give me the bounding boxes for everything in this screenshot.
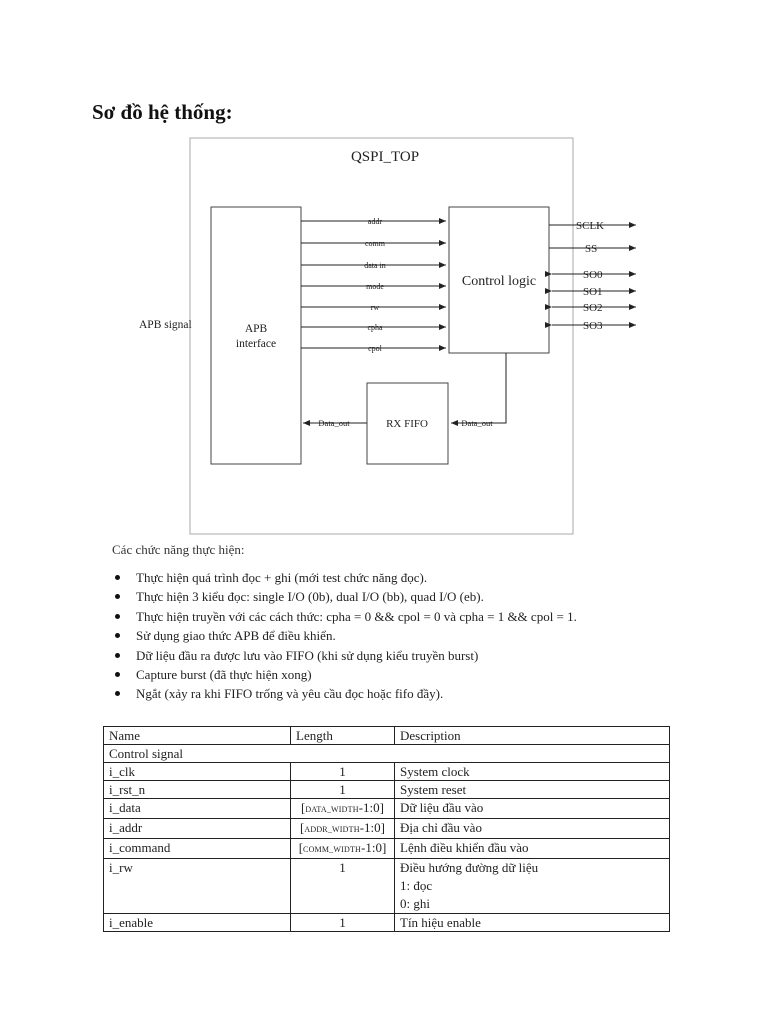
table-header-row: Name Length Description [103, 726, 670, 745]
apb-signal-label: APB signal [139, 319, 192, 331]
cell-length: [DATA_WIDTH-1:0] [290, 798, 395, 819]
table-row: i_enable 1 Tín hiệu enable [103, 913, 670, 932]
list-item: Sử dụng giao thức APB để điều khiển. [112, 626, 577, 645]
length-range: -1:0] [361, 840, 387, 855]
signal-label-cpha: cpha [367, 323, 383, 332]
signal-label-cpol: cpol [368, 344, 383, 353]
rx-fifo-block [366, 382, 449, 465]
list-item: Thực hiện 3 kiểu đọc: single I/O (0b), d… [112, 587, 577, 606]
signal-table: Name Length Description Control signal i… [103, 726, 670, 932]
cell-length: 1 [290, 913, 395, 932]
table-row: i_addr [ADDR_WIDTH-1:0] Địa chỉ đầu vào [103, 818, 670, 839]
section-control-signal: Control signal [103, 744, 670, 763]
cell-length: [ADDR_WIDTH-1:0] [290, 818, 395, 839]
header-length: Length [290, 726, 395, 745]
cell-name: i_data [103, 798, 291, 819]
cell-name: i_enable [103, 913, 291, 932]
table-row: i_clk 1 System clock [103, 762, 670, 781]
length-param: COMM_WIDTH [303, 845, 362, 854]
output-label-so1: SO1 [583, 286, 603, 298]
apb-interface-label-line2: interface [236, 338, 276, 350]
qspi-top-title: QSPI_TOP [351, 149, 419, 165]
data-out-label-left: Data_out [318, 418, 350, 428]
list-item: Dữ liệu đầu ra được lưu vào FIFO (khi sử… [112, 646, 577, 665]
cell-description: Tín hiệu enable [394, 913, 670, 932]
cell-description: Dữ liệu đầu vào [394, 798, 670, 819]
header-name: Name [103, 726, 291, 745]
header-description: Description [394, 726, 670, 745]
length-param: ADDR_WIDTH [304, 825, 360, 834]
cell-description: Lệnh điều khiển đầu vào [394, 838, 670, 859]
control-to-fifo-path [451, 353, 507, 426]
description-line: Điều hướng đường dữ liệu [400, 860, 539, 875]
functions-list: Thực hiện quá trình đọc + ghi (mới test … [112, 568, 577, 704]
output-label-ss: SS [585, 243, 597, 255]
cell-length: 1 [290, 858, 395, 914]
signal-label-comm: comm [365, 239, 386, 248]
signal-label-mode: mode [366, 282, 384, 291]
system-block-diagram: QSPI_TOP APB signal APB interface Contro… [139, 137, 636, 535]
table-row: i_rw 1 Điều hướng đường dữ liệu 1: đọc 0… [103, 858, 670, 914]
table-section-row: Control signal [103, 744, 670, 763]
list-item: Capture burst (đã thực hiện xong) [112, 665, 577, 684]
output-label-sclk: SCLK [576, 220, 604, 232]
control-logic-block [448, 206, 550, 354]
cell-name: i_clk [103, 762, 291, 781]
length-param: DATA_WIDTH [305, 805, 359, 814]
data-out-label-right: Data_out [461, 418, 493, 428]
output-arrows: SCLK SS SO0 SO1 SO2 SO3 [545, 220, 636, 332]
output-label-so2: SO2 [583, 302, 603, 314]
output-label-so0: SO0 [583, 269, 603, 281]
cell-name: i_rst_n [103, 780, 291, 799]
cell-length: 1 [290, 780, 395, 799]
signal-arrows: addr comm data in mode rw cpha cpol [301, 217, 446, 353]
cell-description: System reset [394, 780, 670, 799]
cell-description: System clock [394, 762, 670, 781]
table-row: i_rst_n 1 System reset [103, 780, 670, 799]
apb-interface-block [210, 206, 302, 465]
signal-label-rw: rw [371, 303, 380, 312]
cell-description: Địa chỉ đầu vào [394, 818, 670, 839]
length-range: -1:0] [359, 820, 385, 835]
signal-label-data-in: data in [364, 261, 386, 270]
description-line: 1: đọc [400, 878, 433, 893]
page-heading: Sơ đồ hệ thống: [92, 100, 233, 124]
apb-interface-label-line1: APB [245, 323, 268, 335]
cell-name: i_rw [103, 858, 291, 914]
cell-name: i_addr [103, 818, 291, 839]
cell-description: Điều hướng đường dữ liệu 1: đọc 0: ghi [394, 858, 670, 914]
list-item: Ngắt (xảy ra khi FIFO trống và yêu cầu đ… [112, 684, 577, 703]
cell-length: 1 [290, 762, 395, 781]
table-row: i_data [DATA_WIDTH-1:0] Dữ liệu đầu vào [103, 798, 670, 819]
list-item: Thực hiện truyền với các cách thức: cpha… [112, 607, 577, 626]
description-line: 0: ghi [400, 896, 430, 911]
control-logic-label: Control logic [462, 274, 536, 289]
signal-label-addr: addr [368, 217, 383, 226]
output-label-so3: SO3 [583, 320, 603, 332]
table-row: i_command [COMM_WIDTH-1:0] Lệnh điều khi… [103, 838, 670, 859]
cell-name: i_command [103, 838, 291, 859]
length-range: -1:0] [358, 800, 384, 815]
qspi-top-boundary [189, 137, 574, 535]
cell-length: [COMM_WIDTH-1:0] [290, 838, 395, 859]
functions-intro: Các chức năng thực hiện: [112, 542, 245, 557]
list-item: Thực hiện quá trình đọc + ghi (mới test … [112, 568, 577, 587]
rx-fifo-label: RX FIFO [386, 418, 428, 430]
